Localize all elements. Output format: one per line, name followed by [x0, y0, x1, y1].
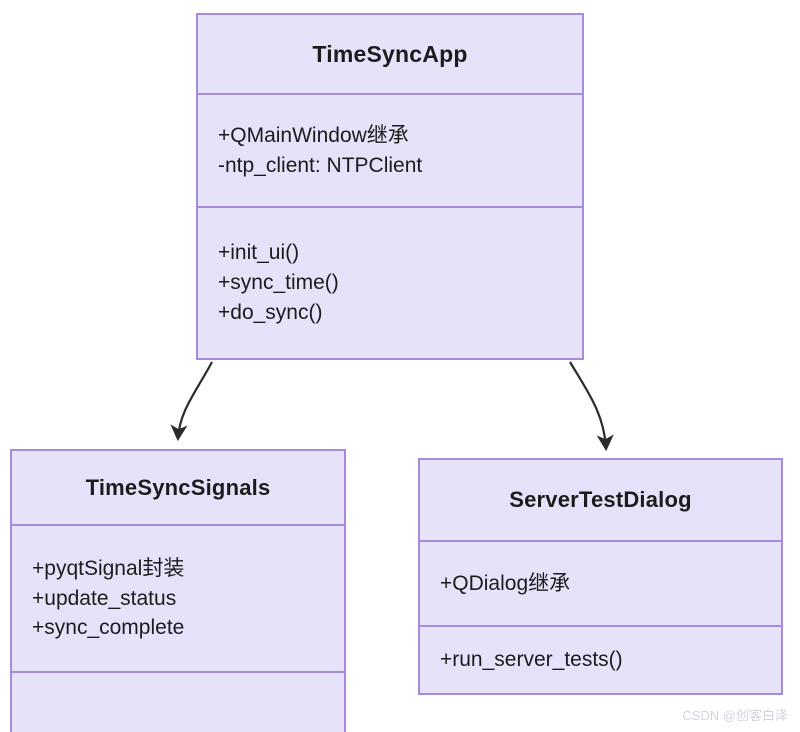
attribute-row: -ntp_client: NTPClient — [218, 153, 423, 177]
connector-timesyncapp-to-servertestdialog — [569, 361, 614, 452]
attribute-row: +QDialog继承 — [440, 571, 571, 595]
class-attributes-timesyncsignals: +pyqtSignal封装 +update_status +sync_compl… — [12, 524, 344, 671]
method-row: +init_ui() — [218, 241, 300, 265]
class-box-servertestdialog[interactable]: ServerTestDialog +QDialog继承 +run_server_… — [418, 458, 783, 695]
method-row: +do_sync() — [218, 300, 323, 324]
watermark-text: CSDN @创客白泽 — [682, 708, 788, 723]
class-methods-servertestdialog: +run_server_tests() — [420, 625, 781, 693]
attribute-row: +update_status — [32, 586, 177, 610]
attribute-row: +pyqtSignal封装 — [32, 556, 185, 580]
method-row: +run_server_tests() — [440, 648, 623, 672]
connector-timesyncapp-to-timesyncsignals — [170, 361, 213, 442]
attribute-row: +QMainWindow继承 — [218, 123, 409, 147]
class-methods-timesyncapp: +init_ui() +sync_time() +do_sync() — [198, 206, 582, 358]
class-box-timesyncapp[interactable]: TimeSyncApp +QMainWindow继承 -ntp_client: … — [196, 13, 584, 360]
class-name-timesyncsignals: TimeSyncSignals — [85, 474, 271, 500]
class-attributes-servertestdialog: +QDialog继承 — [420, 540, 781, 625]
attribute-row: +sync_complete — [32, 616, 185, 640]
class-attributes-timesyncapp: +QMainWindow继承 -ntp_client: NTPClient — [198, 93, 582, 206]
method-row: +sync_time() — [218, 271, 339, 295]
class-box-timesyncsignals[interactable]: TimeSyncSignals +pyqtSignal封装 +update_st… — [10, 449, 346, 732]
class-methods-timesyncsignals — [12, 671, 344, 732]
class-name-timesyncapp: TimeSyncApp — [312, 40, 468, 67]
class-name-servertestdialog: ServerTestDialog — [509, 487, 692, 512]
